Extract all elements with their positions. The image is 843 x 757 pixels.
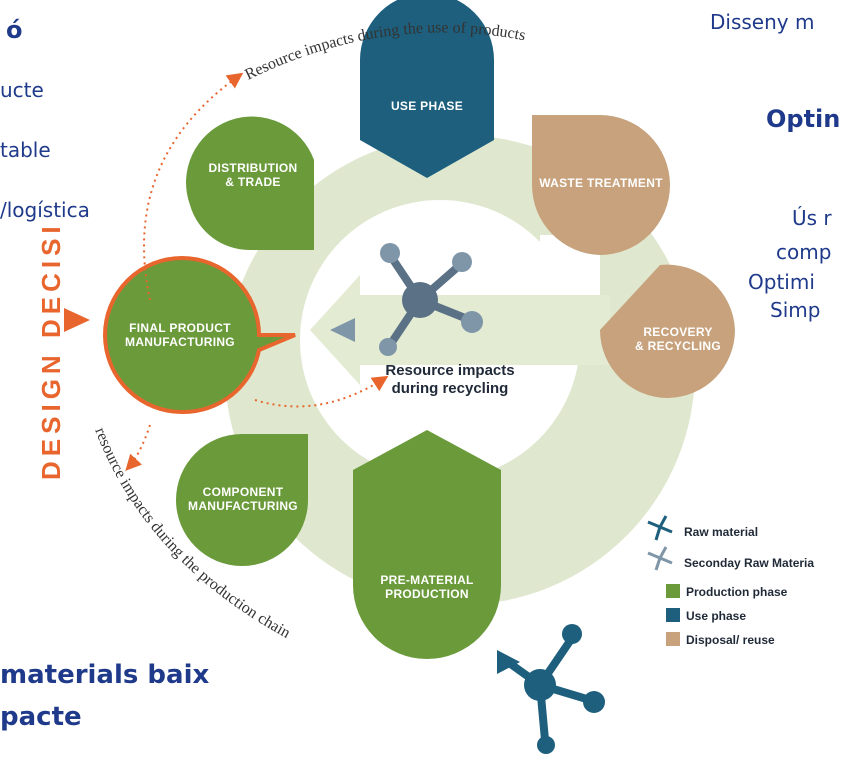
optimization-heading: Optin xyxy=(766,105,841,133)
stage-component: COMPONENT MANUFACTURING xyxy=(176,434,308,566)
center-label-2: during recycling xyxy=(392,380,509,397)
recovery-label-1: RECOVERY xyxy=(643,325,712,339)
arrow-to-use xyxy=(143,72,244,301)
svg-text:Disposal/ reuse: Disposal/ reuse xyxy=(686,633,775,647)
stage-final-product: FINAL PRODUCT MANUFACTURING xyxy=(102,255,296,415)
right-bullet-2: comp xyxy=(776,240,832,264)
left-bullet-1: ucte xyxy=(0,78,44,102)
right-bullet-4: Simp xyxy=(770,298,821,322)
design-pointer-icon xyxy=(64,308,90,332)
legend-production-phase: Production phase xyxy=(666,584,788,599)
legend-disposal-reuse: Disposal/ reuse xyxy=(666,632,775,647)
stage-pre-material: PRE-MATERIAL PRODUCTION xyxy=(353,430,501,659)
left-bullet-2: table xyxy=(0,138,51,162)
stage-waste-treatment: WASTE TREATMENT xyxy=(532,115,670,255)
right-bullet-3: Optimi xyxy=(748,270,815,294)
slide-title-fragment: ó xyxy=(6,16,23,44)
pre-material-label-1: PRE-MATERIAL xyxy=(380,573,473,587)
stage-recovery: RECOVERY & RECYCLING xyxy=(600,264,735,398)
pre-material-label-2: PRODUCTION xyxy=(385,587,469,601)
use-phase-label: USE PHASE xyxy=(391,99,463,113)
arrow-to-production xyxy=(125,424,151,471)
legend-use-phase: Use phase xyxy=(666,608,746,623)
top-right-bullet: Disseny m xyxy=(710,10,815,34)
bottom-heading-1: materials baix xyxy=(0,660,210,690)
legend: Raw material Seconday Raw Materia Produc… xyxy=(647,515,814,647)
stage-use-phase: USE PHASE xyxy=(360,0,494,178)
raw-material-molecule-icon xyxy=(502,624,605,754)
legend-secondary-raw-material: Seconday Raw Materia xyxy=(647,546,814,571)
distribution-label-2: & TRADE xyxy=(225,175,280,189)
center-molecule-icon xyxy=(379,243,483,356)
svg-text:Use phase: Use phase xyxy=(686,609,746,623)
waste-treatment-label: WASTE TREATMENT xyxy=(539,176,663,190)
component-label-1: COMPONENT xyxy=(203,485,284,499)
svg-text:Production phase: Production phase xyxy=(686,585,788,599)
svg-text:Seconday Raw Materia: Seconday Raw Materia xyxy=(684,556,814,570)
design-decisions-label: DESIGN DECISIONS xyxy=(0,0,66,480)
center-label-1: Resource impacts xyxy=(385,362,514,379)
svg-text:Raw material: Raw material xyxy=(684,525,758,539)
recycle-arrow xyxy=(310,275,610,385)
final-product-label-2: MANUFACTURING xyxy=(125,335,235,349)
component-label-2: MANUFACTURING xyxy=(188,499,298,513)
final-product-label-1: FINAL PRODUCT xyxy=(129,321,231,335)
right-bullet-1: Ús r xyxy=(792,206,832,230)
left-bullet-3: /logística xyxy=(0,198,90,222)
bottom-triangle-icon xyxy=(497,650,520,674)
stage-distribution: DISTRIBUTION & TRADE xyxy=(186,116,314,251)
legend-raw-material: Raw material xyxy=(647,515,758,541)
center-triangle-icon xyxy=(330,318,355,342)
distribution-label-1: DISTRIBUTION xyxy=(209,161,298,175)
bottom-heading-2: pacte xyxy=(0,702,82,732)
recovery-label-2: & RECYCLING xyxy=(635,339,721,353)
